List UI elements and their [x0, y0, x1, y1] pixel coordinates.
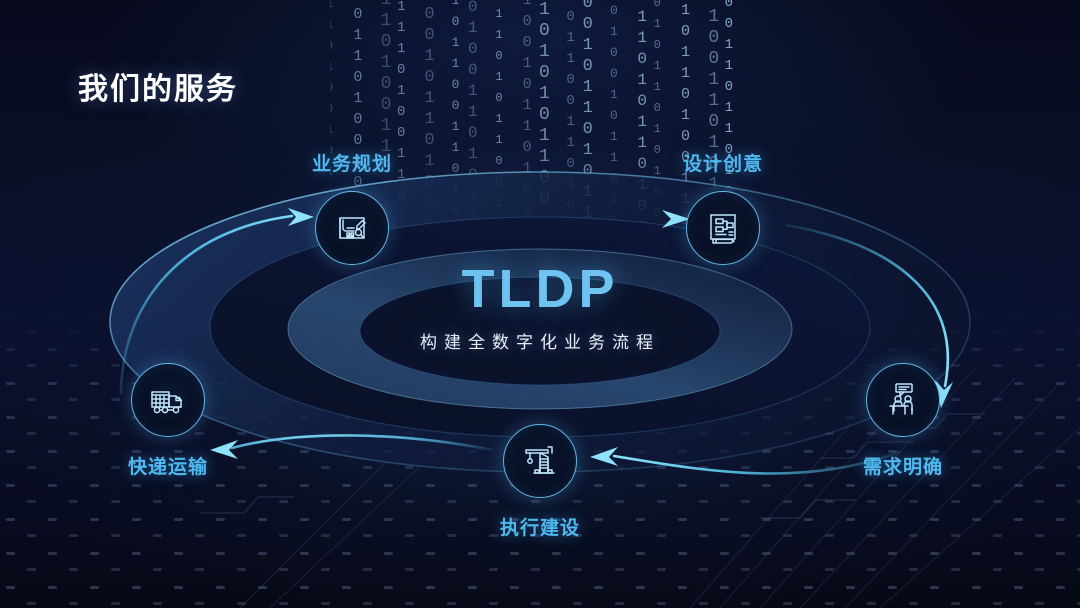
delivery-truck-icon	[151, 391, 183, 414]
binary-column: 1 0 1 0 1 1 0 0 1 1 0 1 0	[566, 0, 576, 214]
brand-title: TLDP	[461, 259, 619, 319]
flow-node-execution-circle[interactable]	[503, 424, 577, 498]
blueprint-pencil-icon	[339, 217, 366, 239]
binary-column: 1 0 1 1 0 1 0 0 1 1 0 1 0	[380, 0, 392, 220]
crane-building-icon	[525, 446, 555, 474]
binary-column: 0 0 1 1 0 1 0 1 1 0 1 0 0	[637, 0, 648, 236]
binary-column: 0 0 1 1 1 0 1 0 0 1 1 0 1	[397, 0, 406, 225]
binary-column: 0 1 0 0 1 0 1 1 0 1 0 1 1	[582, 0, 594, 223]
flow-node-planning-label: 业务规划	[311, 154, 393, 175]
binary-column: 0 1 0 0 1 1 0 1 0 0 1 0 1	[353, 0, 363, 212]
flow-node-shipping-circle[interactable]	[131, 363, 205, 437]
arrow-execute-to-ship	[210, 434, 494, 459]
binary-column: 1 0 0 1 0 1 1 0 1 0 0 1 1	[522, 0, 533, 261]
binary-column: 1 0 1 0 1 1 0 1 0 1 0 0 1	[653, 0, 662, 241]
arrow-planning-to-design	[414, 210, 690, 228]
flow-node-design-circle[interactable]	[686, 191, 760, 265]
flow-node-shipping-label: 快递运输	[127, 457, 209, 478]
flow-node-requirements-circle[interactable]	[866, 363, 940, 437]
page-title: 我们的服务	[78, 73, 238, 106]
binary-column: 0 1 1 1 0 1 0 1 0 1 1 0 0	[539, 0, 551, 209]
arrow-require-to-execute	[590, 447, 902, 475]
flow-node-design-label: 设计创意	[682, 154, 764, 175]
binary-column: 1 0 1 0 0 1 1 0 1 0 1 1 0	[468, 0, 479, 247]
binary-column: 0 1 1 0 1 0 1 1 0 0 1 0 1	[495, 7, 504, 252]
flowchart-pencil-icon	[710, 214, 736, 244]
binary-column: 1 1 0 0 1 0 1 1 0 1 0 0 1	[424, 0, 436, 234]
meeting-discussion-icon	[889, 383, 913, 415]
binary-column: 0 1 0 1 1 0 0 1 1 0 1 0 1	[451, 0, 460, 239]
flow-node-requirements-label: 需求明确	[862, 457, 944, 478]
brand-tagline: 构建全数字化业务流程	[420, 333, 660, 352]
flow-node-execution-label: 执行建设	[499, 518, 581, 539]
binary-column: 1 1 0 1 0 0 1 0 1 1 0 1 0	[610, 3, 619, 228]
center-brand-block: TLDP 构建全数字化业务流程	[280, 262, 800, 353]
flow-node-planning-circle[interactable]	[315, 191, 389, 265]
